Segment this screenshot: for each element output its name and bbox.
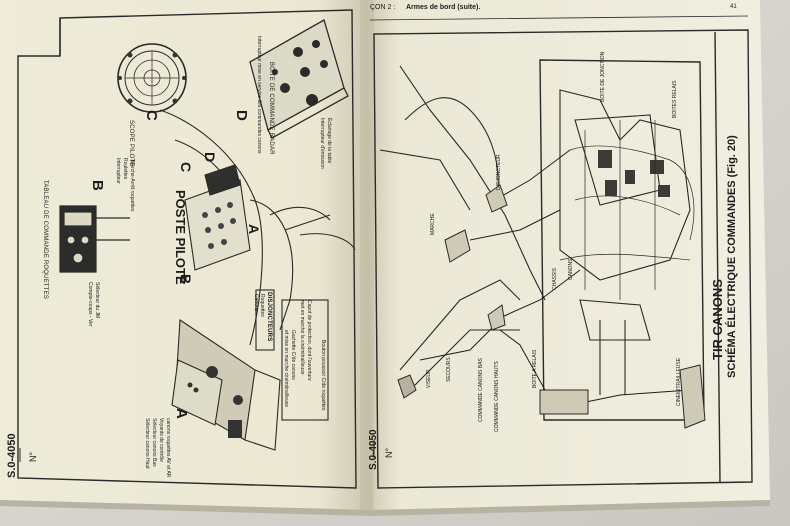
page-number: 41 bbox=[730, 4, 737, 10]
label-secours: SECOURS bbox=[446, 357, 452, 382]
left-page bbox=[0, 0, 372, 510]
disjoncteurs-label-2: Canons bbox=[253, 294, 259, 312]
capot-label-1: Capot de protection, dont l'ouverture bbox=[306, 300, 312, 381]
schema-title: TIR CANONS bbox=[710, 279, 725, 360]
poste-pilote-title: POSTE PILOTE bbox=[173, 190, 188, 285]
scope-letter-c: C bbox=[143, 110, 160, 121]
left-code-mark: N° bbox=[28, 451, 38, 462]
radar-label: Interrupteur mise en service des command… bbox=[256, 36, 262, 154]
label-commande-hauts: COMMANDE CANONS HAUTS bbox=[494, 361, 500, 432]
right-code-mark: N° bbox=[384, 447, 394, 458]
right-code: S.0-4050 bbox=[368, 429, 379, 470]
right-page bbox=[368, 0, 770, 510]
tableau-letter-b: B bbox=[89, 180, 106, 191]
disjoncteurs-label-1: Roquettes bbox=[259, 294, 265, 317]
gachette-label-2: et mise en marche cinémitrailleuse bbox=[283, 330, 289, 407]
label-disjoncteur: DISJONCTEUR bbox=[496, 154, 502, 190]
cockpit-letter-a: A bbox=[246, 224, 262, 235]
cockpit-letter-b: B bbox=[178, 274, 194, 285]
tableau-label-5: Marche-Arrêt roquettes bbox=[129, 160, 135, 212]
header-section: Armes de bord (suite). bbox=[406, 4, 481, 11]
gachette-label-1: Gachette C/de canons bbox=[290, 330, 296, 380]
selecteur-label-2: Sélecteur canons Bas bbox=[151, 418, 157, 467]
bouton-label: Bouton poussoir C/de roquettes bbox=[320, 340, 326, 411]
interrupteur-label-1: Interrupteur d'émission bbox=[319, 118, 325, 169]
capot-label-2: met en marche la cinémitrailleuse bbox=[299, 300, 305, 375]
selecteur-label-4: canons roquettes AV et AR bbox=[165, 418, 171, 478]
label-boites-relais: BOITES RELAIS bbox=[672, 80, 678, 118]
label-marche: MARCHE bbox=[430, 213, 436, 235]
tableau-label-3: Roulettes bbox=[122, 158, 128, 180]
label-viseur: VISEUR bbox=[426, 369, 432, 388]
left-code: S.0-4050 bbox=[6, 433, 18, 478]
tableau-roquettes-title: TABLEAU DE COMMANDE ROQUETTES bbox=[42, 180, 48, 300]
label-canons: CANONS bbox=[568, 258, 574, 280]
tableau-label-1: Sélecteur du JM bbox=[94, 282, 100, 319]
selecteur-drawing bbox=[171, 319, 281, 451]
label-boite-relais: BOITE A RELAIS bbox=[532, 349, 538, 388]
scope-pilote-drawing bbox=[117, 43, 187, 113]
selecteur-label-1: Sélecteur canons Haut bbox=[144, 418, 150, 469]
interrupteur-label-2: Éclairage de la table bbox=[326, 118, 332, 164]
boite-radar-title: BOITE DE COMMANDE RADAR bbox=[268, 62, 274, 155]
header-lesson: ÇON 2 : bbox=[370, 4, 396, 11]
boite-radar-drawing bbox=[249, 19, 349, 139]
label-commande-bas: COMMANDE CANONS BAS bbox=[478, 358, 484, 422]
tableau-roquettes-drawing bbox=[59, 205, 130, 273]
disjoncteurs-title: DISJONCTEURS bbox=[266, 292, 272, 342]
cockpit-letter-d: D bbox=[202, 152, 218, 163]
selecteur-letter-a: A bbox=[173, 408, 190, 419]
tableau-label-4: Interrupteur bbox=[115, 158, 121, 184]
label-boite-jonction: BOITE DE JONCTION bbox=[600, 51, 606, 102]
label-chassis: CHASSIS bbox=[552, 268, 558, 290]
radar-letter-d: D bbox=[233, 110, 250, 121]
selecteur-label-3: Voyants de contrôle bbox=[158, 418, 164, 462]
tableau-label-2: Compte-coups - Ver bbox=[87, 282, 93, 327]
cockpit-drawing bbox=[159, 109, 356, 346]
schema-subtitle: SCHÉMA ÉLECTRIQUE COMMANDES (Fig. 20) bbox=[726, 135, 738, 378]
cockpit-letter-c: C bbox=[178, 162, 194, 173]
label-cinemitrailleuse: CINEMITRAILLEUSE bbox=[676, 357, 682, 406]
